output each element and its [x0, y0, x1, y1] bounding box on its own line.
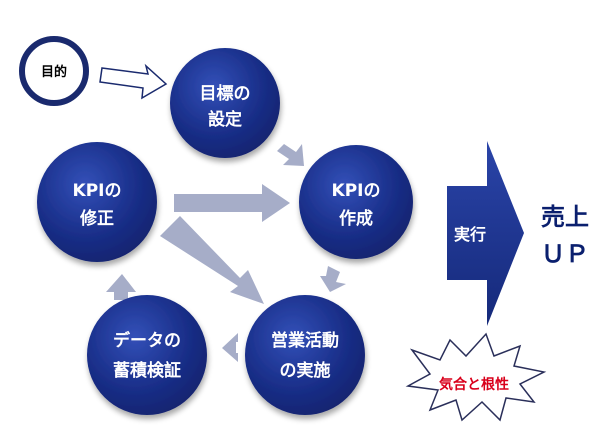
execute-label: 実行 — [454, 225, 486, 244]
purpose-label: 目的 — [41, 64, 67, 80]
node-sales-line2: の実施 — [280, 360, 331, 381]
arrow-goal-to-kpi-create — [277, 144, 304, 166]
cycle-arrows — [106, 144, 346, 362]
arrow-sales-to-data — [222, 333, 238, 362]
purpose-ring — [19, 36, 89, 106]
node-sales: 営業活動 の実施 — [245, 295, 365, 415]
node-data-line2: 蓄積検証 — [113, 360, 181, 381]
node-goal-line2: 設定 — [208, 109, 242, 130]
execute-arrow: 実行 — [447, 141, 524, 326]
arrow-kpi-fix-to-sales — [160, 216, 264, 304]
result-block: 売上 ＵＰ — [541, 203, 589, 268]
node-goal-line1: 目標の — [200, 83, 251, 104]
node-sales-circle — [245, 295, 365, 415]
purpose-node: 目的 — [19, 36, 89, 106]
result-line2: ＵＰ — [541, 240, 589, 268]
burst-shape — [405, 332, 547, 422]
node-kpi-fix-line2: 修正 — [79, 208, 114, 229]
result-line1: 売上 — [541, 203, 589, 231]
burst-callout: 気合と根性 — [405, 332, 547, 422]
node-kpi-create-line1: KPIの — [332, 181, 381, 201]
burst-label: 気合と根性 — [439, 376, 509, 393]
node-kpi-create-line2: 作成 — [339, 208, 373, 229]
arrow-data-to-kpi-fix — [106, 274, 136, 300]
node-kpi-fix: KPIの 修正 — [37, 142, 157, 262]
arrow-kpi-create-to-sales — [320, 266, 346, 292]
node-data-line1: データの — [113, 330, 181, 351]
node-goal: 目標の 設定 — [170, 48, 280, 158]
node-kpi-create-circle — [299, 145, 413, 259]
node-kpi-fix-line1: KPIの — [73, 181, 122, 201]
node-kpi-fix-circle — [37, 142, 157, 262]
execute-arrow-shape — [447, 141, 524, 326]
node-data: データの 蓄積検証 — [87, 295, 207, 415]
node-kpi-create: KPIの 作成 — [299, 145, 413, 259]
arrow-kpi-fix-to-kpi-create — [174, 184, 290, 222]
node-data-circle — [87, 295, 207, 415]
node-goal-circle — [170, 48, 280, 158]
purpose-to-goal-arrow — [99, 63, 168, 100]
node-sales-line1: 営業活動 — [271, 330, 339, 351]
